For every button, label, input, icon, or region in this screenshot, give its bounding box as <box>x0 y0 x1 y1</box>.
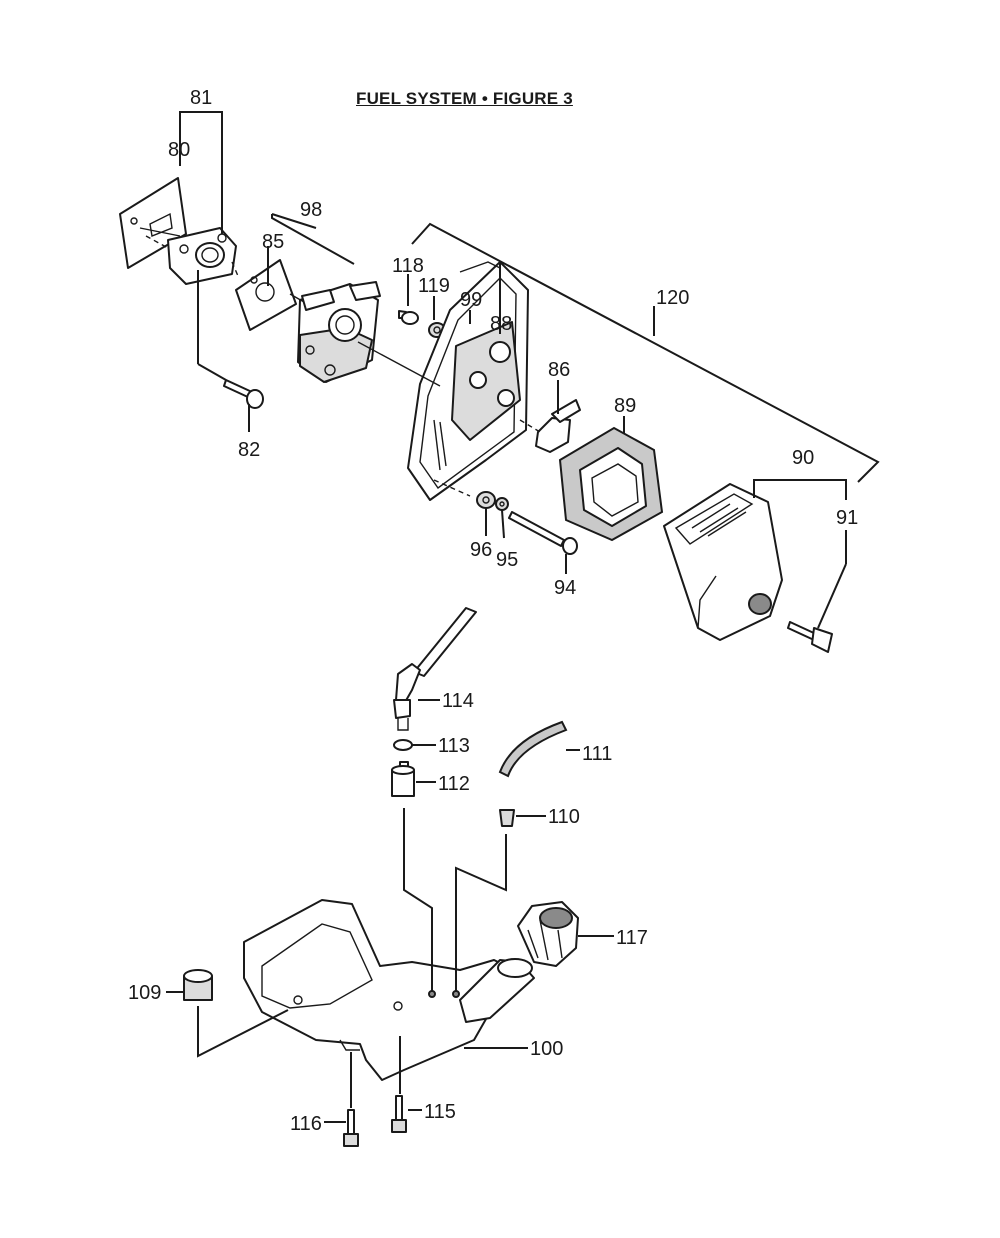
callout-112: 112 <box>438 773 470 795</box>
callout-82: 82 <box>238 439 260 461</box>
callout-94: 94 <box>554 577 576 599</box>
part-98-carburetor <box>297 281 381 383</box>
callout-115: 115 <box>424 1101 456 1123</box>
part-88-air-cleaner-case <box>407 261 529 501</box>
part-118-screw <box>398 310 419 325</box>
callout-120: 120 <box>656 287 689 309</box>
part-80-gasket-plate <box>119 177 187 269</box>
callout-88: 88 <box>490 313 512 335</box>
callout-86: 86 <box>548 359 570 381</box>
callout-119: 119 <box>418 275 450 297</box>
part-113-clip <box>393 739 413 751</box>
part-115-screw <box>391 1095 407 1133</box>
callout-98: 98 <box>300 199 322 221</box>
part-114-fuel-line-elbow <box>393 607 477 731</box>
callout-81: 81 <box>190 87 212 109</box>
callout-80: 80 <box>168 139 190 161</box>
part-100-fuel-tank <box>243 899 535 1081</box>
part-110-grommet <box>499 809 515 827</box>
page-title: FUEL SYSTEM • FIGURE 3 <box>356 89 573 108</box>
callout-95: 95 <box>496 549 518 571</box>
callout-117: 117 <box>616 927 648 949</box>
callout-109: 109 <box>128 982 161 1004</box>
part-85-carb-gasket <box>235 259 297 331</box>
callout-118: 118 <box>392 255 424 277</box>
part-111-return-hose <box>498 720 568 778</box>
part-96-washer <box>476 491 496 509</box>
part-89-air-filter-foam <box>558 426 664 542</box>
callout-114: 114 <box>442 690 474 712</box>
callout-91: 91 <box>836 507 858 529</box>
callout-100: 100 <box>530 1038 563 1060</box>
part-109-cushion <box>183 969 213 1001</box>
part-116-screw <box>343 1109 359 1147</box>
callout-110: 110 <box>548 806 580 828</box>
callout-116: 116 <box>290 1113 322 1135</box>
part-117-fuel-cap <box>517 901 579 967</box>
callout-90: 90 <box>792 447 814 469</box>
callout-113: 113 <box>438 735 470 757</box>
part-112-fuel-filter <box>391 761 415 797</box>
leader-lines <box>145 111 880 1123</box>
callout-labels: 81 80 82 85 98 118 119 99 88 86 89 120 9… <box>128 87 858 1135</box>
callout-85: 85 <box>262 231 284 253</box>
part-82-bolt <box>223 379 264 409</box>
part-91-cover-bolt <box>787 621 833 653</box>
part-94-long-bolt <box>508 511 578 555</box>
callout-111: 111 <box>582 743 612 765</box>
part-90-filter-cover <box>663 483 783 641</box>
part-86-choke-plate <box>535 399 581 453</box>
part-81-intake-manifold <box>167 227 237 285</box>
part-95-washer <box>495 497 509 511</box>
callout-99: 99 <box>460 289 482 311</box>
callout-89: 89 <box>614 395 636 417</box>
callout-96: 96 <box>470 539 492 561</box>
